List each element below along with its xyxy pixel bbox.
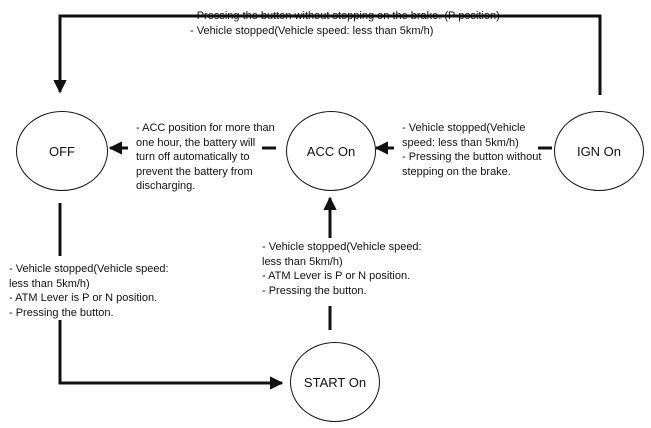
note-line: - Vehicle stopped(Vehicle speed: [9,263,169,275]
note-line: - ATM Lever is P or N position. [262,270,411,282]
note-ign-to-off: - Pressing the button without stepping o… [190,9,500,38]
note-line: less than 5km/h) [9,277,90,290]
arrow-ign-to-off [53,14,602,95]
note-line: - Pressing the button. [9,306,114,319]
note-line: - Pressing the button without [402,151,542,163]
note-line: turn off automatically to [136,151,250,163]
note-line: - ACC position for more than [136,122,275,134]
note-off-to-start: - Vehicle stopped(Vehicle speed: less th… [9,262,169,320]
arrow-off-to-start-lower [58,320,284,390]
state-acc-label: ACC On [306,143,356,159]
note-line: - ATM Lever is P or N position. [9,292,158,304]
note-line: - Vehicle stopped(Vehicle speed: less th… [190,24,434,37]
note-ign-to-acc: - Vehicle stopped(Vehicle speed: less th… [402,121,541,179]
state-acc-on: ACC On [286,111,376,191]
note-line: - Vehicle stopped(Vehicle speed: [262,241,422,253]
note-line: less than 5km/h) [262,255,343,268]
note-line: speed: less than 5km/h) [402,136,519,149]
state-ign-label: IGN On [576,143,622,159]
note-line: one hour, the battery will [136,136,256,149]
note-line: prevent the battery from [136,165,253,178]
state-off: OFF [16,111,108,191]
note-line: - Pressing the button without stepping o… [190,10,500,22]
note-line: stepping on the brake. [402,165,511,178]
state-start-label: START On [303,374,367,390]
note-line: - Pressing the button. [262,284,367,297]
note-acc-to-off: - ACC position for more than one hour, t… [136,121,275,194]
state-off-label: OFF [49,143,75,159]
state-ign-on: IGN On [554,111,644,191]
state-start-on: START On [290,342,380,422]
note-line: discharging. [136,180,196,192]
note-start-to-acc: - Vehicle stopped(Vehicle speed: less th… [262,240,422,298]
note-line: - Vehicle stopped(Vehicle [402,122,526,134]
